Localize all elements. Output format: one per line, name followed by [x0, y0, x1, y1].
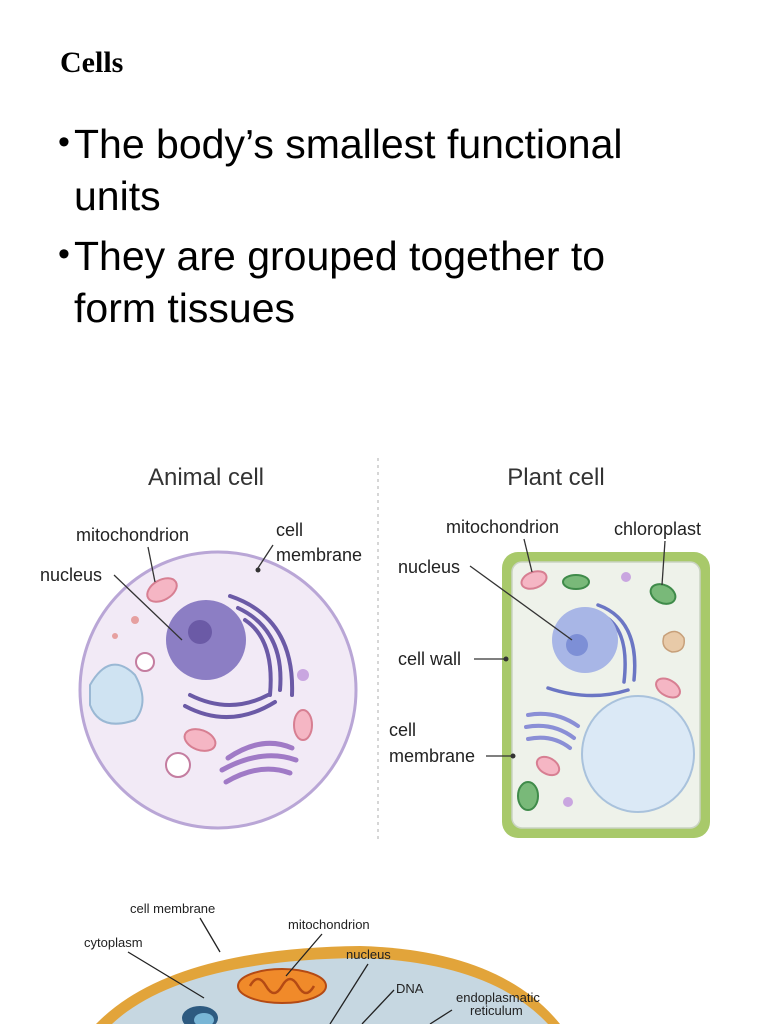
- animal-vesicle: [112, 633, 118, 639]
- bullet-text-line1: They are grouped together to: [74, 233, 606, 279]
- plant-chloroplast: [562, 574, 590, 590]
- plant-peroxisome: [662, 630, 685, 653]
- animal-label-membrane-2: membrane: [276, 545, 362, 565]
- animal-cell-title: Animal cell: [148, 464, 264, 491]
- animal-label-membrane-1: cell: [276, 520, 303, 540]
- animal-nucleolus: [188, 620, 212, 644]
- bullet-item: • They are grouped together to form tiss…: [58, 230, 748, 334]
- animal-label-mitochondrion: mitochondrion: [76, 525, 189, 545]
- bullet-list: • The body’s smallest functional units •…: [58, 118, 748, 342]
- plant-cell-title: Plant cell: [507, 464, 604, 491]
- bullet-text-line1: The body’s smallest functional: [74, 121, 623, 167]
- animal-mitochondrion: [183, 728, 217, 752]
- animal-mitochondrion: [293, 709, 313, 741]
- plant-label-chloroplast: chloroplast: [614, 519, 701, 539]
- animal-lysosome: [135, 652, 155, 672]
- detail-label-er-1: endoplasmatic: [456, 990, 540, 1005]
- detail-label-dna: DNA: [396, 981, 424, 996]
- cell-comparison-illustration: Animal cell Plant cell: [40, 458, 710, 842]
- plant-chloroplast: [517, 781, 539, 811]
- plant-cell: mitochondrion chloroplast nucleus cell w…: [389, 517, 710, 838]
- slide-title: Cells: [60, 46, 124, 79]
- animal-label-nucleus: nucleus: [40, 565, 102, 585]
- plant-vacuole: [581, 695, 695, 813]
- plant-mitochondrion: [520, 570, 548, 590]
- animal-vesicle: [297, 669, 309, 681]
- bullet-item: • The body’s smallest functional units: [58, 118, 748, 222]
- plant-golgi: [524, 711, 580, 750]
- plant-label-mitochondrion: mitochondrion: [446, 517, 559, 537]
- animal-vesicle: [131, 616, 139, 624]
- detail-cytoplasm: [112, 958, 548, 1024]
- plant-mitochondrion: [655, 677, 681, 699]
- plant-label-membrane-1: cell: [389, 720, 416, 740]
- bullet-dot-icon: •: [58, 123, 70, 161]
- detail-label-cell-membrane: cell membrane: [130, 901, 215, 916]
- detail-label-cytoplasm: cytoplasm: [84, 935, 143, 950]
- detail-label-er-2: reticulum: [470, 1003, 523, 1018]
- plant-label-cell-wall: cell wall: [398, 649, 461, 669]
- cell-detail-illustration: cell membrane mitochondrion cytoplasm nu…: [84, 901, 560, 1029]
- plant-label-nucleus: nucleus: [398, 557, 460, 577]
- animal-golgi: [219, 740, 299, 785]
- rough-er: [183, 594, 295, 719]
- animal-vacuole: [89, 663, 144, 725]
- plant-mitochondrion: [535, 755, 561, 777]
- bullet-text-line2: units: [74, 173, 161, 219]
- plant-chloroplast: [649, 583, 677, 605]
- cell-comparison-figure: Animal cell Plant cell: [0, 440, 768, 865]
- animal-lysosome: [165, 752, 191, 778]
- plant-label-membrane-2: membrane: [389, 746, 475, 766]
- cell-detail-figure: cell membrane mitochondrion cytoplasm nu…: [0, 890, 768, 1029]
- bullet-dot-icon: •: [58, 235, 70, 273]
- animal-cell: mitochondrion nucleus cell membrane: [40, 520, 362, 830]
- animal-mitochondrion: [146, 577, 178, 603]
- bullet-text-line2: form tissues: [74, 285, 295, 331]
- detail-label-nucleus: nucleus: [346, 947, 391, 962]
- detail-label-mitochondrion: mitochondrion: [288, 917, 370, 932]
